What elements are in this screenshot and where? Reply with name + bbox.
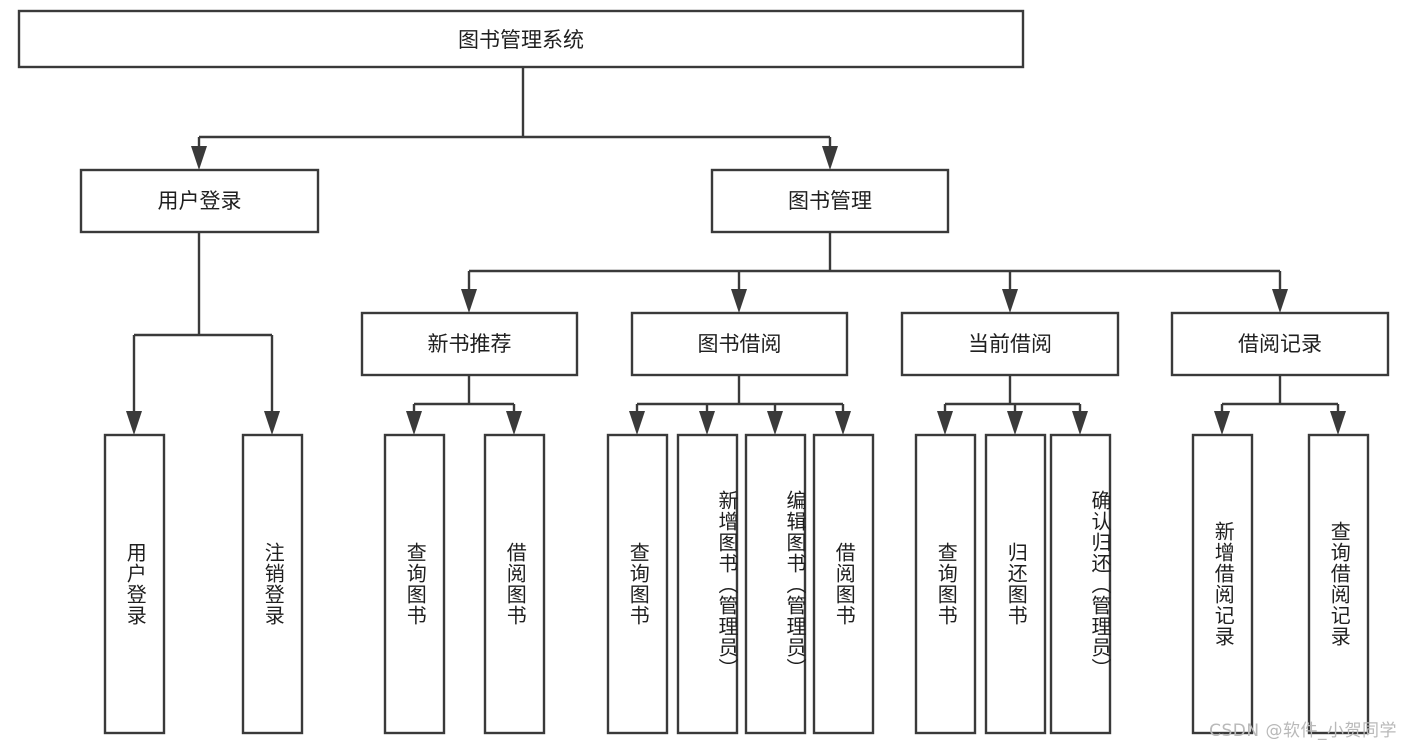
node-leaf-user-login[interactable] <box>103 433 166 735</box>
arrowhead-leaf-add-borrow-record <box>1214 411 1230 435</box>
node-current-borrow[interactable] <box>900 311 1120 377</box>
node-leaf-query-borrow-record[interactable] <box>1307 433 1370 735</box>
arrowhead-new-book-recommend <box>461 289 477 313</box>
node-leaf-add-book-admin[interactable] <box>676 433 739 735</box>
node-book-management-label: 图书管理 <box>788 189 872 213</box>
arrowhead-leaf-query-borrow-record <box>1330 411 1346 435</box>
node-book-borrow-label: 图书借阅 <box>698 332 782 356</box>
connector-layer <box>126 67 1346 435</box>
node-leaf-borrow-book-2[interactable] <box>812 433 875 735</box>
node-leaf-query-book-3[interactable] <box>914 433 977 735</box>
arrowhead-leaf-user-login <box>126 411 142 435</box>
arrowhead-book-management <box>822 146 838 170</box>
node-leaf-query-book-1[interactable] <box>383 433 446 735</box>
arrowhead-leaf-borrow-book-2 <box>835 411 851 435</box>
node-layer: 图书管理系统 用户登录 图书管理 新书推荐 图书借阅 当前借阅 借阅记录 <box>17 9 1390 735</box>
node-borrow-record-label: 借阅记录 <box>1238 332 1322 356</box>
arrowhead-borrow-record <box>1272 289 1288 313</box>
arrowhead-leaf-query-book-1 <box>406 411 422 435</box>
node-book-management[interactable] <box>710 168 950 234</box>
arrowhead-user-login <box>191 146 207 170</box>
arrowhead-leaf-edit-book-admin <box>767 411 783 435</box>
node-leaf-logout-login[interactable] <box>241 433 304 735</box>
node-root-label: 图书管理系统 <box>458 28 584 52</box>
node-user-login[interactable] <box>79 168 320 234</box>
node-leaf-query-book-2[interactable] <box>606 433 669 735</box>
node-leaf-confirm-return-admin[interactable] <box>1049 433 1112 735</box>
node-new-book-recommend[interactable] <box>360 311 579 377</box>
node-leaf-edit-book-admin[interactable] <box>744 433 807 735</box>
arrowhead-leaf-return-book <box>1007 411 1023 435</box>
arrowhead-leaf-confirm-return-admin <box>1072 411 1088 435</box>
node-current-borrow-label: 当前借阅 <box>968 332 1052 356</box>
node-book-borrow[interactable] <box>630 311 849 377</box>
arrowhead-leaf-add-book-admin <box>699 411 715 435</box>
arrowhead-book-borrow <box>731 289 747 313</box>
arrowhead-leaf-logout-login <box>264 411 280 435</box>
node-leaf-borrow-book-1[interactable] <box>483 433 546 735</box>
node-leaf-add-borrow-record[interactable] <box>1191 433 1254 735</box>
arrowhead-current-borrow <box>1002 289 1018 313</box>
arrowhead-leaf-query-book-3 <box>937 411 953 435</box>
arrowhead-leaf-borrow-book-1 <box>506 411 522 435</box>
node-user-login-label: 用户登录 <box>158 189 242 213</box>
arrowhead-leaf-query-book-2 <box>629 411 645 435</box>
node-borrow-record[interactable] <box>1170 311 1390 377</box>
node-new-book-recommend-label: 新书推荐 <box>428 332 512 356</box>
node-root[interactable] <box>17 9 1025 69</box>
node-leaf-return-book[interactable] <box>984 433 1047 735</box>
csdn-watermark: CSDN @软件_小贺同学 <box>1209 721 1397 741</box>
